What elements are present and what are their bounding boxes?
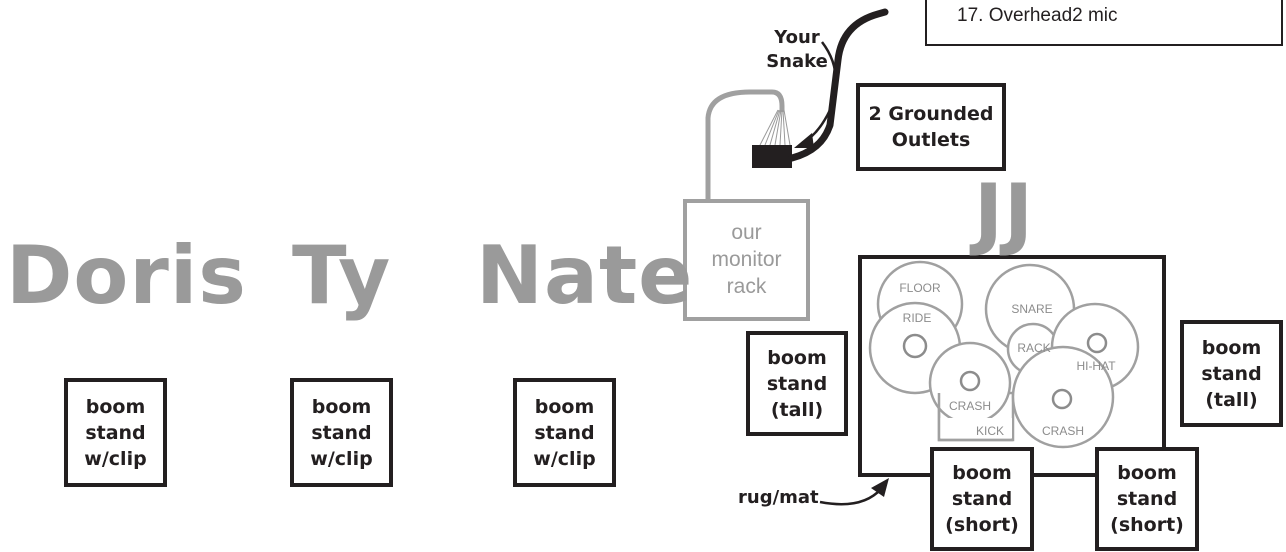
musician-name-jj: JJ — [974, 169, 1035, 259]
rug-arrow-line — [819, 488, 882, 506]
mic-stand-drum-front-right-short: boom stand (short) — [1095, 447, 1199, 551]
mic-stand-drum-front-left-short: boom stand (short) — [930, 447, 1034, 551]
kick-label: KICK — [976, 424, 1004, 438]
ride-center — [902, 333, 928, 359]
snake-box — [752, 145, 792, 168]
musician-name-nate: Nate — [476, 229, 694, 322]
grounded-outlets-box: 2 Grounded Outlets — [856, 83, 1006, 171]
mic-stand-ty: boom stand w/clip — [290, 378, 393, 487]
crash-right-label: CRASH — [1042, 424, 1084, 438]
snake-label: Your Snake — [762, 26, 832, 74]
floor-label: FLOOR — [899, 281, 941, 295]
musician-name-ty: Ty — [292, 229, 392, 322]
rack-label: RACK — [1017, 341, 1050, 355]
mic-stand-doris: boom stand w/clip — [64, 378, 167, 487]
monitor-cable — [705, 89, 785, 200]
crash-right-center — [1051, 388, 1073, 410]
crash-left-label: CRASH — [949, 399, 991, 413]
monitor-rack: our monitor rack — [683, 199, 810, 321]
mic-stand-nate: boom stand w/clip — [513, 378, 616, 487]
mic-stand-drum-right-tall: boom stand (tall) — [1180, 320, 1283, 427]
snake-arrow-head — [794, 133, 814, 148]
snake-label-line2: Snake — [766, 51, 828, 72]
rug-arrow-head — [871, 478, 889, 497]
snake-cable — [788, 8, 889, 162]
rug-label: rug/mat — [738, 487, 819, 508]
musician-name-doris: Doris — [6, 229, 247, 322]
snake-wires — [759, 109, 791, 146]
crash-left-center — [959, 370, 981, 392]
hihat-center — [1086, 332, 1108, 354]
snake-label-line1: Your — [774, 27, 820, 48]
snare-label: SNARE — [1011, 302, 1052, 316]
ride-label: RIDE — [903, 311, 932, 325]
input-list-box: 17. Overhead2 mic — [925, 0, 1283, 46]
mic-stand-drum-left-tall: boom stand (tall) — [746, 331, 848, 436]
crash-cymbal-right — [1011, 345, 1115, 449]
input-list-item: 17. Overhead2 mic — [957, 5, 1118, 26]
hihat-label: HI-HAT — [1076, 359, 1116, 373]
outlets-label: 2 Grounded Outlets — [868, 103, 994, 151]
